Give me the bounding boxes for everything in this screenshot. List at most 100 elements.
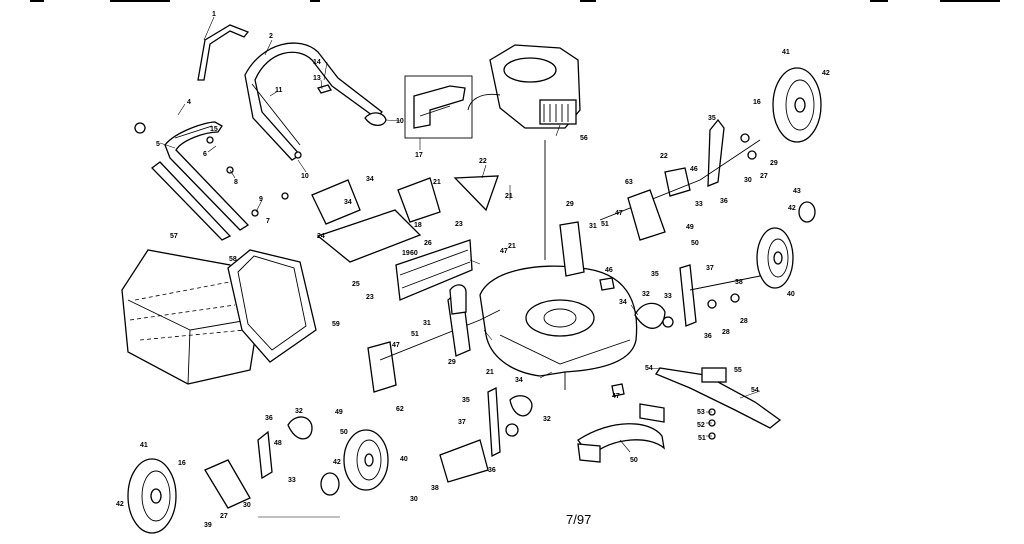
callout-40: 40 <box>400 456 408 463</box>
callout-labels: 1 2 4 5 6 7 8 9 10 10 11 13 14 15 16 16 … <box>116 11 830 529</box>
callout-46: 46 <box>605 267 613 274</box>
callout-47: 47 <box>615 210 623 217</box>
callout-52: 52 <box>697 422 705 429</box>
callout-29: 29 <box>770 160 778 167</box>
engine <box>467 44 581 260</box>
callout-41: 41 <box>140 442 148 449</box>
callout-31: 31 <box>423 320 431 327</box>
bag-frame <box>227 249 317 363</box>
callout-60: 60 <box>410 250 418 257</box>
callout-51: 51 <box>698 435 706 442</box>
callout-17: 17 <box>415 152 423 159</box>
callout-36: 36 <box>488 467 496 474</box>
callout-57: 57 <box>170 233 178 240</box>
callout-21: 21 <box>505 193 513 200</box>
lower-handle <box>151 121 250 241</box>
callout-22: 22 <box>660 153 668 160</box>
callout-27: 27 <box>220 513 228 520</box>
callout-47: 47 <box>392 342 400 349</box>
callout-46: 46 <box>690 166 698 173</box>
callout-13: 13 <box>313 75 321 82</box>
callout-43: 43 <box>793 188 801 195</box>
page-number: 7/97 <box>566 512 592 527</box>
callout-29: 29 <box>566 201 574 208</box>
callout-11: 11 <box>275 87 283 94</box>
callout-1: 1 <box>212 11 216 18</box>
callout-58: 58 <box>229 256 237 263</box>
grass-bag <box>121 249 259 385</box>
callout-10: 10 <box>301 173 309 180</box>
callout-51: 51 <box>601 221 609 228</box>
callout-30: 30 <box>744 177 752 184</box>
callout-47: 47 <box>612 393 620 400</box>
callout-54: 54 <box>645 365 653 372</box>
callout-21: 21 <box>433 179 441 186</box>
callout-38: 38 <box>735 279 743 286</box>
callout-51: 51 <box>411 331 419 338</box>
side-discharge-parts <box>449 277 625 397</box>
callout-28: 28 <box>740 318 748 325</box>
callout-4: 4 <box>187 99 191 106</box>
mower-deck <box>479 265 638 390</box>
callout-30: 30 <box>243 502 251 509</box>
callout-59: 59 <box>332 321 340 328</box>
callout-41: 41 <box>782 49 790 56</box>
callout-35: 35 <box>708 115 716 122</box>
callout-9: 9 <box>259 196 263 203</box>
callout-47: 47 <box>500 248 508 255</box>
callout-34: 34 <box>619 299 627 306</box>
callout-7: 7 <box>266 218 270 225</box>
callout-33: 33 <box>664 293 672 300</box>
callout-40: 40 <box>787 291 795 298</box>
callout-50: 50 <box>691 240 699 247</box>
callout-42: 42 <box>822 70 830 77</box>
callout-6: 6 <box>203 151 207 158</box>
blade <box>655 367 782 440</box>
callout-16: 16 <box>753 99 761 106</box>
wheel-mid-right <box>756 201 816 289</box>
rear-door <box>311 175 499 301</box>
callout-15: 15 <box>210 126 218 133</box>
upper-handle <box>244 42 383 161</box>
callout-42: 42 <box>116 501 124 508</box>
callout-38: 38 <box>431 485 439 492</box>
callout-36: 36 <box>704 333 712 340</box>
control-bail <box>197 24 250 81</box>
callout-34: 34 <box>344 199 352 206</box>
callout-32: 32 <box>543 416 551 423</box>
front-axle-assembly <box>599 118 761 241</box>
callout-34: 34 <box>515 377 523 384</box>
callout-18: 18 <box>414 222 422 229</box>
callout-55: 55 <box>734 367 742 374</box>
mid-axle-assembly <box>634 264 761 329</box>
callout-32: 32 <box>295 408 303 415</box>
callout-28: 28 <box>722 329 730 336</box>
callout-34: 34 <box>366 176 374 183</box>
callout-35: 35 <box>651 271 659 278</box>
callout-14: 14 <box>313 59 321 66</box>
callout-24: 24 <box>317 233 325 240</box>
callout-27: 27 <box>760 173 768 180</box>
drive-control-inset <box>404 75 473 139</box>
callout-31: 31 <box>589 223 597 230</box>
callout-48: 48 <box>274 440 282 447</box>
callout-19: 19 <box>402 250 410 257</box>
callout-35: 35 <box>462 397 470 404</box>
callout-22: 22 <box>479 158 487 165</box>
callout-42: 42 <box>788 205 796 212</box>
callout-56: 56 <box>580 135 588 142</box>
callout-29: 29 <box>448 359 456 366</box>
callout-33: 33 <box>288 477 296 484</box>
callout-30: 30 <box>410 496 418 503</box>
callout-21: 21 <box>486 369 494 376</box>
callout-49: 49 <box>335 409 343 416</box>
wheel-front-right <box>772 67 822 143</box>
callout-62: 62 <box>396 406 404 413</box>
callout-39: 39 <box>204 522 212 529</box>
callout-23: 23 <box>366 294 374 301</box>
wheel-rear-right <box>320 429 389 496</box>
callout-10: 10 <box>396 118 404 125</box>
callout-33: 33 <box>695 201 703 208</box>
callout-53: 53 <box>697 409 705 416</box>
